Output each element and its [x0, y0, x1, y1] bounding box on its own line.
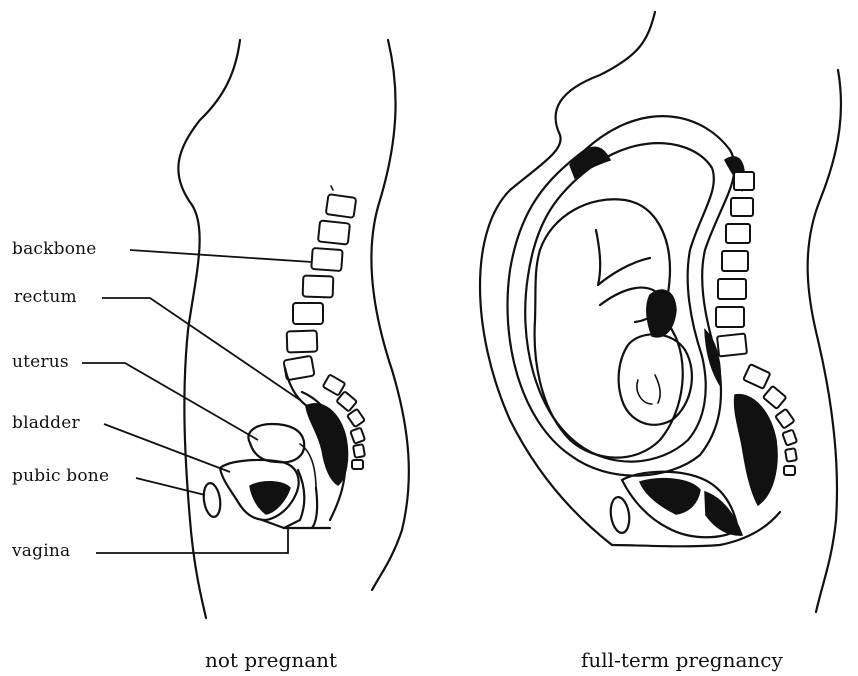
label-bladder: bladder	[12, 413, 80, 433]
pregnant-uterus-outer	[508, 116, 735, 476]
fetus-arm	[596, 230, 650, 285]
leader-rectum	[102, 298, 300, 400]
pubic-bone-shape	[202, 482, 223, 518]
pregnant-pubic-bone	[609, 496, 632, 534]
front-body-outline	[178, 40, 240, 618]
fetus-head	[619, 334, 692, 424]
fetus-ear-inner	[655, 375, 660, 403]
uterus-shape	[248, 424, 304, 462]
leader-uterus	[82, 363, 258, 440]
label-uterus: uterus	[12, 352, 69, 372]
label-pubic-bone: pubic bone	[12, 466, 109, 486]
leader-bladder	[104, 424, 230, 472]
fundus-dark	[570, 147, 610, 178]
leader-pubic-bone	[136, 478, 205, 495]
pregnant-back-outline	[808, 70, 841, 612]
label-rectum: rectum	[14, 287, 77, 307]
not-pregnant-figure	[178, 40, 409, 618]
spine-top-tick	[331, 186, 333, 190]
full-term-figure	[480, 12, 841, 612]
label-backbone: backbone	[12, 239, 97, 259]
pregnant-lower-outline	[612, 512, 780, 546]
pregnant-uterus-inner	[525, 143, 714, 462]
fetus-ear	[637, 380, 652, 404]
vagina-canal	[284, 470, 330, 528]
pregnant-bladder-dark	[640, 479, 700, 514]
pregnant-vagina-dark	[705, 492, 742, 535]
caption-full-term-pregnancy: full-term pregnancy	[581, 648, 783, 672]
pregnant-rectum	[735, 395, 777, 505]
leader-backbone	[130, 250, 312, 262]
rectum-shape	[306, 404, 348, 485]
back-body-outline	[371, 40, 408, 590]
label-vagina: vagina	[12, 541, 70, 561]
pregnant-front-outline	[480, 12, 655, 545]
bladder-dark-part	[250, 482, 290, 514]
caption-not-pregnant: not pregnant	[205, 648, 337, 672]
